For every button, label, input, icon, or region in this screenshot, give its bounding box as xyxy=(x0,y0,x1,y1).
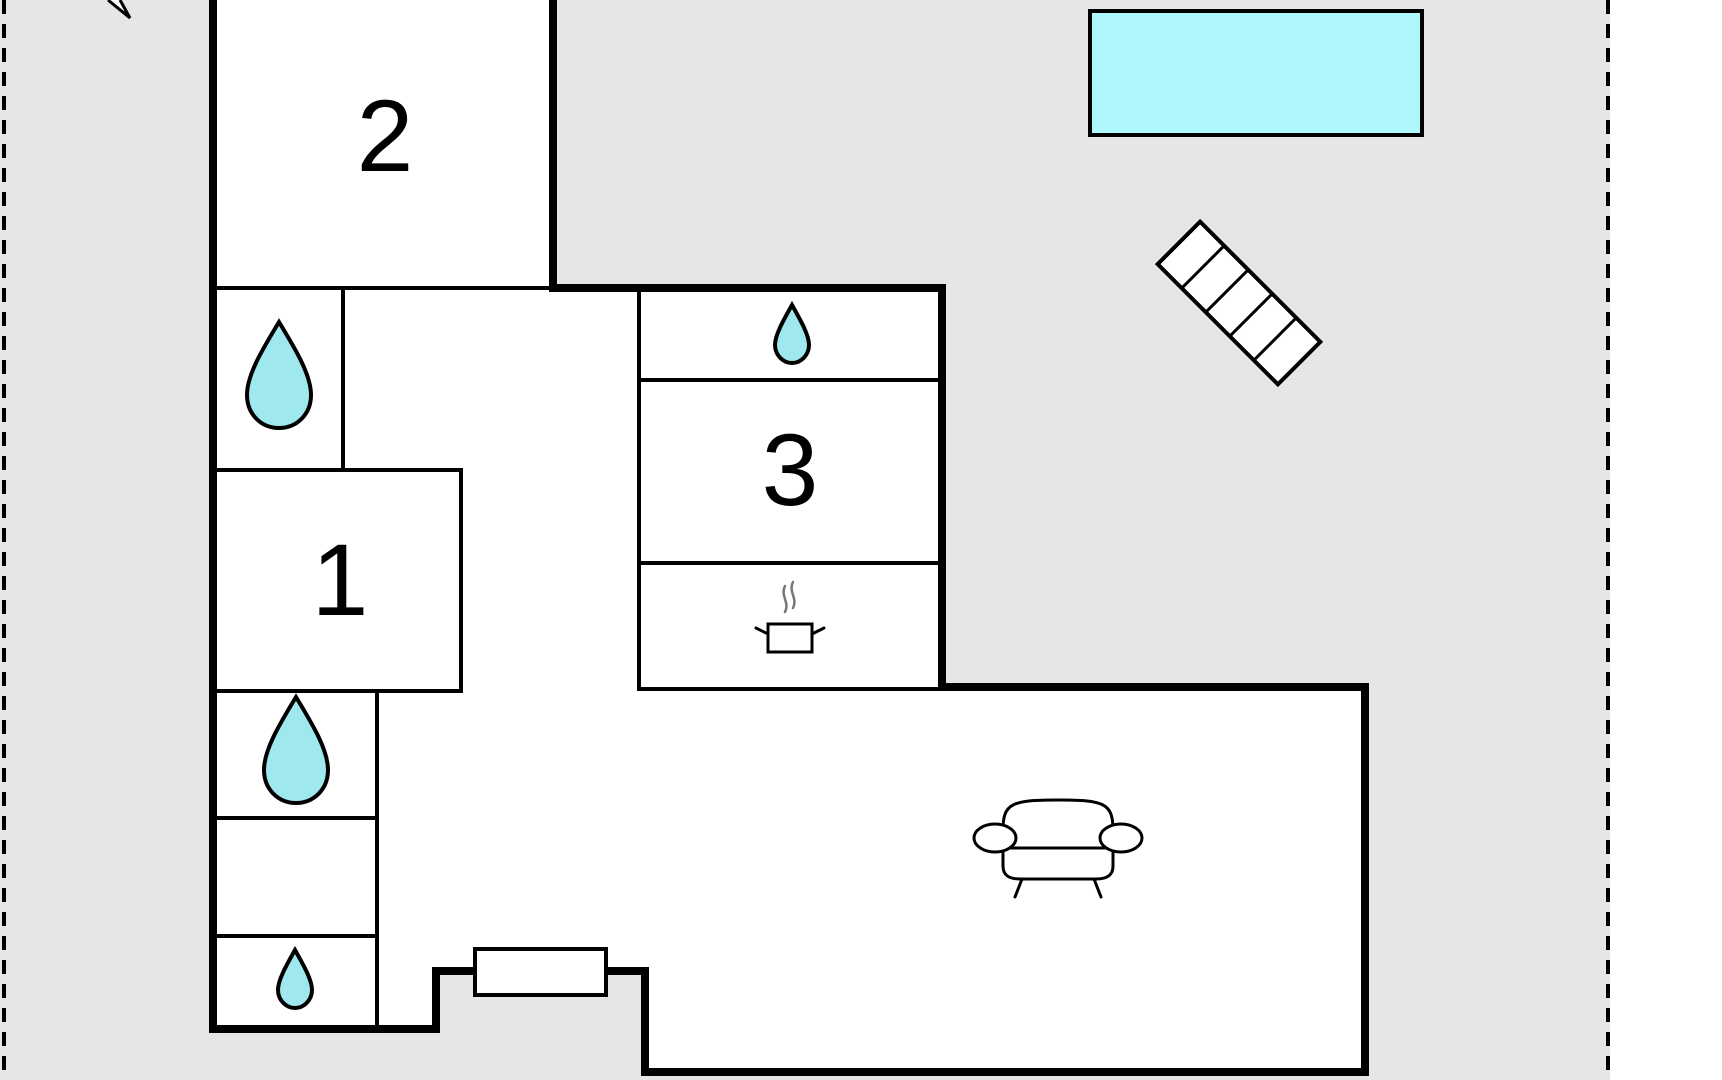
cooking-pot-icon xyxy=(754,580,826,654)
room-label-1: 1 xyxy=(312,523,369,637)
sun-lounger-icon xyxy=(1154,218,1324,388)
sofa-icon xyxy=(972,798,1144,899)
swimming-pool xyxy=(1088,9,1424,137)
water-drop-icon xyxy=(275,945,315,1011)
water-drop-icon xyxy=(261,693,331,806)
water-drop-icon xyxy=(244,318,314,431)
entrance-window xyxy=(473,947,608,997)
north-arrow-icon xyxy=(107,0,132,20)
exterior-walls xyxy=(209,0,1369,1076)
water-drop-icon xyxy=(772,300,812,366)
room-label-2: 2 xyxy=(357,79,414,193)
room-label-3: 3 xyxy=(762,413,819,527)
interior-walls xyxy=(213,286,942,1029)
right-margin xyxy=(1610,0,1722,1080)
